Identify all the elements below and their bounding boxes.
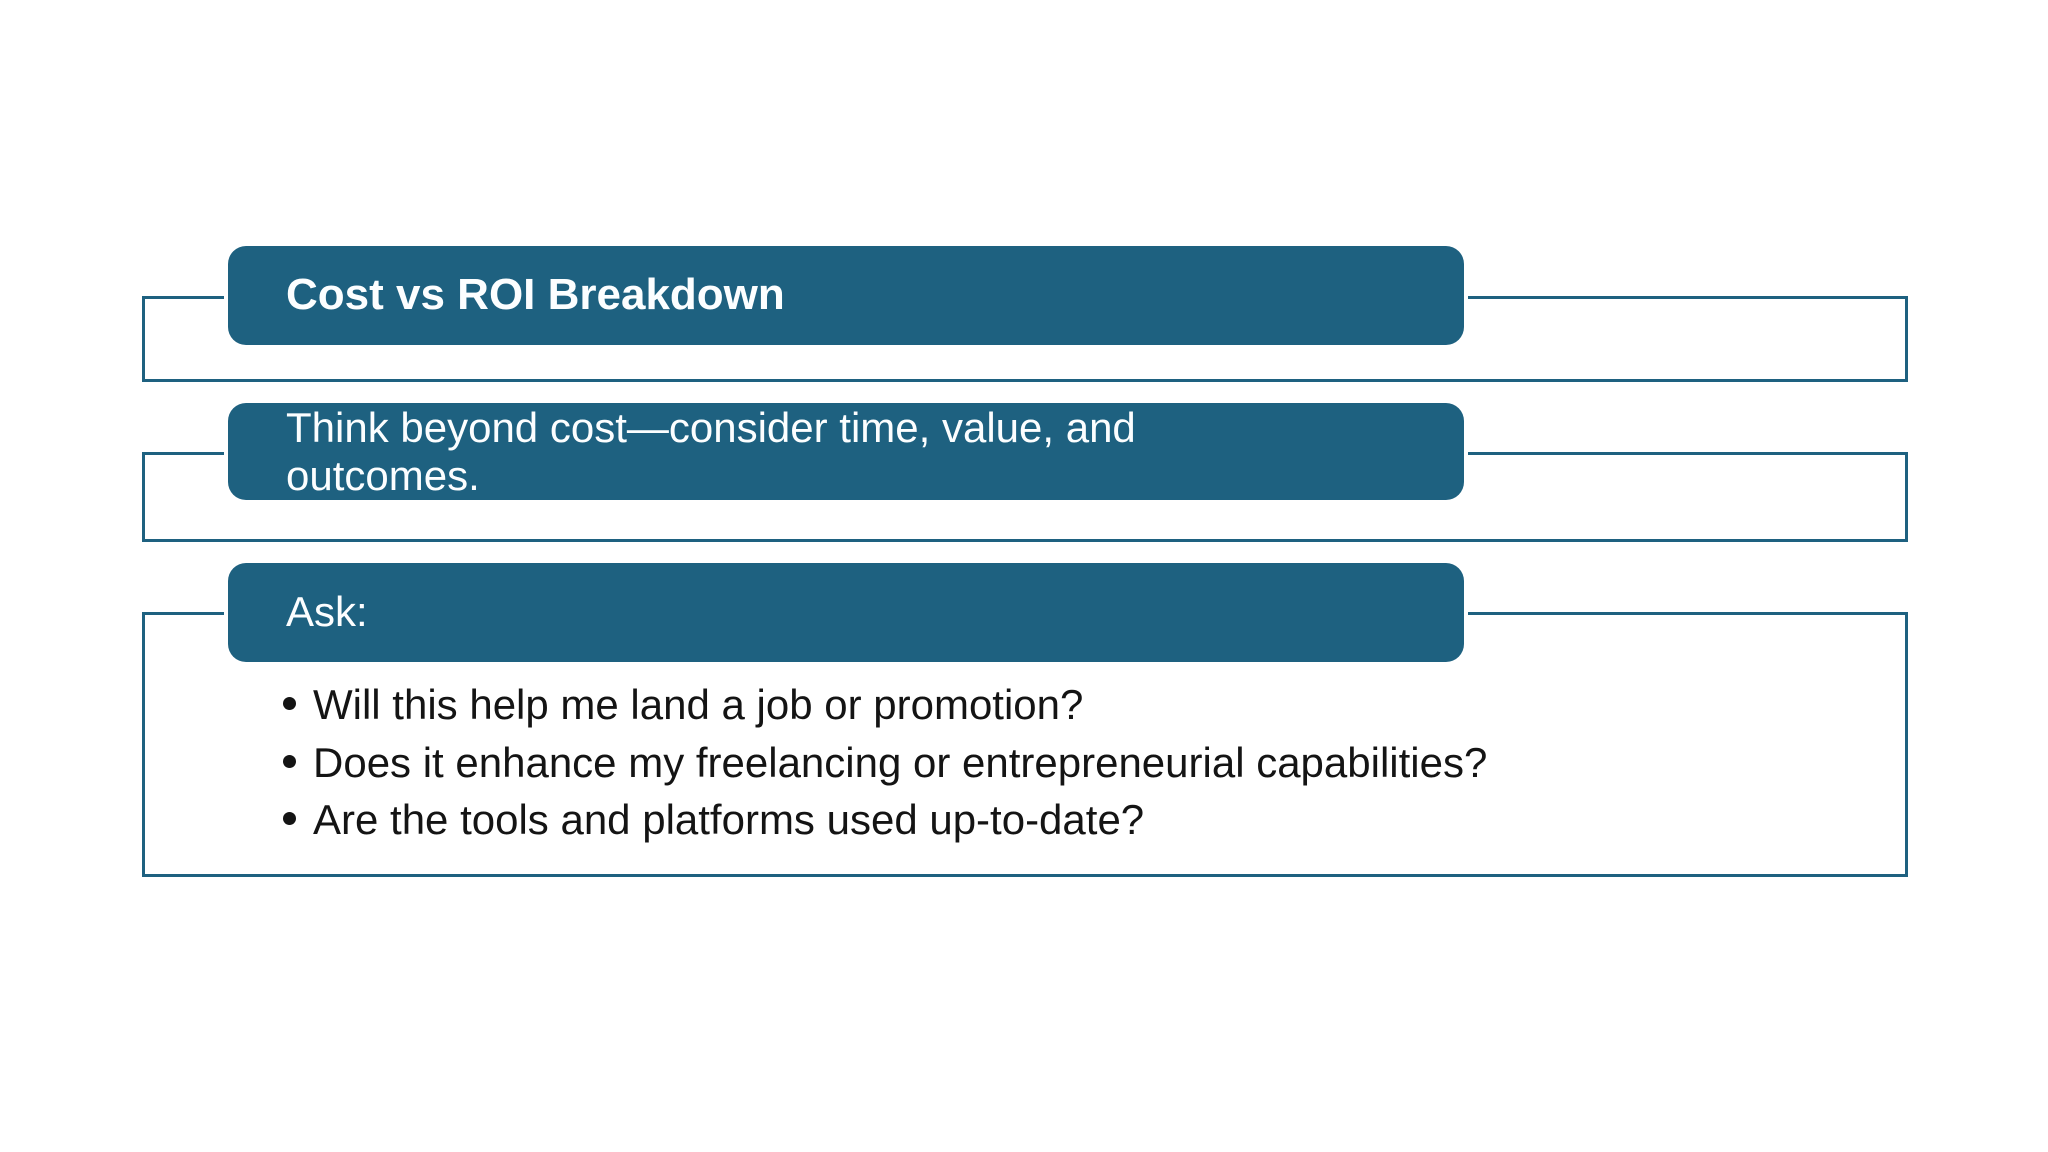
ask-bullet-list: Will this help me land a job or promotio… [283, 676, 1863, 849]
section-2-header-box: Think beyond cost—consider time, value, … [228, 403, 1464, 500]
bullet-dot-icon [283, 697, 296, 710]
section-1-header-box: Cost vs ROI Breakdown [228, 246, 1464, 345]
list-item: Are the tools and platforms used up-to-d… [283, 791, 1863, 849]
bullet-dot-icon [283, 754, 296, 768]
bullet-text: Will this help me land a job or promotio… [313, 681, 1084, 728]
section-3-header-box: Ask: [228, 563, 1464, 662]
section-2-subtitle-line-2: outcomes. [286, 451, 480, 499]
bullet-dot-icon [283, 812, 296, 825]
bullet-text: Does it enhance my freelancing or entrep… [313, 738, 1488, 786]
bullet-text: Are the tools and platforms used up-to-d… [313, 796, 1145, 843]
section-1-title: Cost vs ROI Breakdown [286, 270, 785, 320]
section-3-title: Ask: [286, 588, 368, 636]
list-item: Does it enhance my freelancing or entrep… [283, 734, 1863, 792]
list-item: Will this help me land a job or promotio… [283, 676, 1863, 734]
section-2-subtitle-line-1: Think beyond cost—consider time, value, … [286, 403, 1136, 451]
